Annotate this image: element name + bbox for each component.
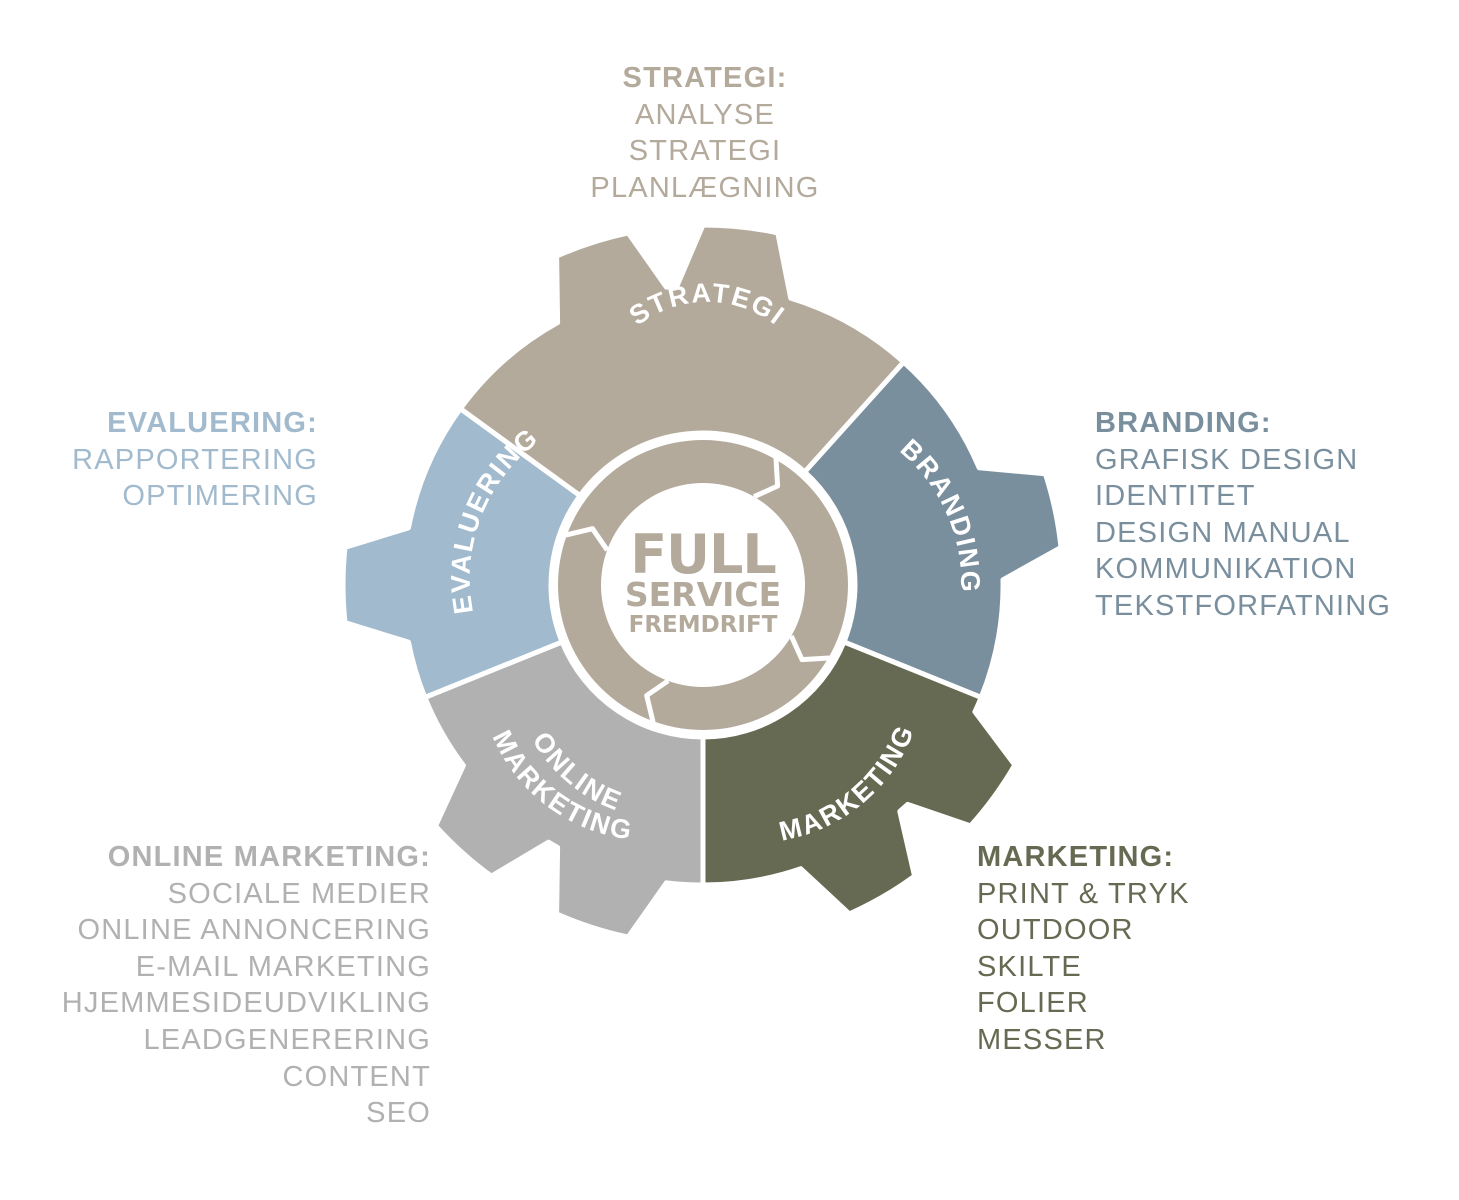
ring-divider <box>752 458 781 499</box>
list-item: PRINT & TRYK <box>977 877 1190 910</box>
list-item: FOLIER <box>977 987 1089 1020</box>
branding-heading: BRANDING: <box>1095 407 1272 439</box>
ring-divider <box>644 678 670 723</box>
list-item: SEO <box>366 1097 431 1130</box>
online-marketing-heading: ONLINE MARKETING: <box>107 841 431 873</box>
list-item: DESIGN MANUAL <box>1095 516 1351 549</box>
list-item: PLANLÆGNING <box>590 171 820 204</box>
online-marketing-block: ONLINE MARKETING: SOCIALE MEDIER ONLINE … <box>40 839 431 1132</box>
list-item: GRAFISK DESIGN <box>1095 443 1359 476</box>
center-disc <box>601 483 805 687</box>
list-item: ONLINE ANNONCERING <box>77 914 431 947</box>
list-item: OPTIMERING <box>122 480 318 513</box>
center-title-service: SERVICE <box>625 575 781 614</box>
center-title-fremdrift: FREMDRIFT <box>629 612 778 638</box>
ring-divider <box>789 634 830 663</box>
strategi-heading: STRATEGI: <box>622 62 788 94</box>
marketing-block: MARKETING: PRINT & TRYK OUTDOOR SKILTE F… <box>977 839 1337 1059</box>
evaluering-block: EVALUERING: RAPPORTERING OPTIMERING <box>20 405 318 515</box>
strategi-block: STRATEGI: ANALYSE STRATEGI PLANLÆGNING <box>555 60 855 206</box>
center-title-full: FULL <box>630 523 776 586</box>
list-item: SOCIALE MEDIER <box>167 877 431 910</box>
ring-divider <box>565 526 610 552</box>
marketing-heading: MARKETING: <box>977 841 1175 873</box>
list-item: E-MAIL MARKETING <box>135 950 431 983</box>
list-item: MESSER <box>977 1023 1107 1056</box>
list-item: RAPPORTERING <box>72 443 318 476</box>
list-item: SKILTE <box>977 950 1082 983</box>
list-item: CONTENT <box>282 1060 431 1093</box>
list-item: LEADGENERERING <box>143 1023 431 1056</box>
list-item: TEKSTFORFATNING <box>1095 589 1392 622</box>
center-ring-dividers <box>565 458 830 723</box>
list-item: ANALYSE <box>634 98 776 131</box>
list-item: IDENTITET <box>1095 480 1256 513</box>
list-item: KOMMUNIKATION <box>1095 553 1357 586</box>
branding-block: BRANDING: GRAFISK DESIGN IDENTITET DESIG… <box>1095 405 1455 625</box>
list-item: OUTDOOR <box>977 914 1134 947</box>
list-item: STRATEGI <box>628 135 782 168</box>
list-item: HJEMMESIDEUDVIKLING <box>61 987 431 1020</box>
evaluering-heading: EVALUERING: <box>107 407 318 439</box>
